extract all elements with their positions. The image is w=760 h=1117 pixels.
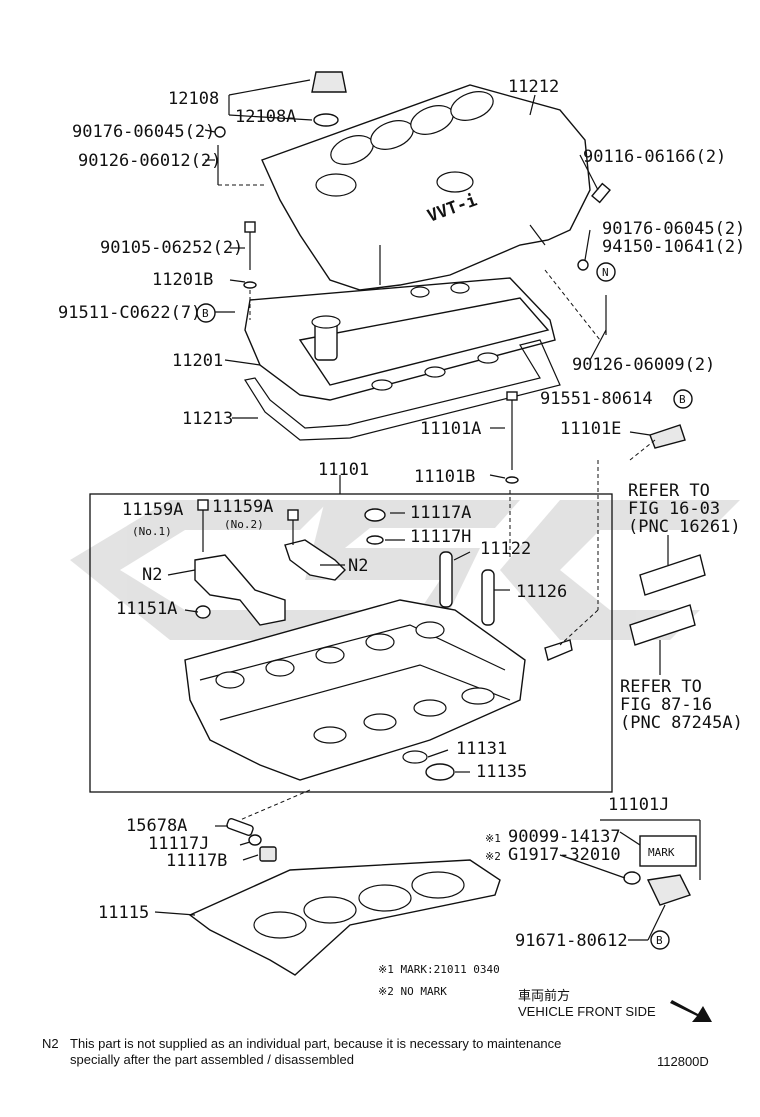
head-gasket-11115 [188,859,501,976]
plug-and-guides [364,508,495,781]
leader-lines [154,79,701,941]
label-11159a-no2: 11159A [212,497,273,517]
cylinder-head-group-box [89,493,613,793]
label-mark-box: MARK [648,846,675,859]
refer2-line1: REFER TO [620,677,702,697]
label-11159a-no1-sub: (No.1) [132,525,172,538]
label-11212: 11212 [508,77,559,97]
refer2-line3: (PNC 87245A) [620,713,743,733]
label-90126-right: 90126-06009(2) [572,355,715,375]
label-11101: 11101 [318,460,369,480]
label-91671: 91671-80612 [515,931,628,951]
label-g1917: G1917-32010 [508,845,621,865]
label-11117h: 11117H [410,527,471,547]
label-90099-mark: ※1 [485,832,501,845]
diagram-id: 112800D [657,1054,709,1069]
n2-note-line1: This part is not supplied as an individu… [70,1036,561,1051]
label-11135: 11135 [476,762,527,782]
label-90176-top: 90176-06045(2) [72,122,215,142]
badge-n: N [602,266,609,279]
label-90126-top: 90126-06012(2) [78,151,221,171]
badge-b-3: B [656,934,663,947]
label-11201b: 11201B [152,270,213,290]
head-cover-gasket-11213 [244,339,561,441]
label-11151a: 11151A [116,599,177,619]
refer1-line1: REFER TO [628,481,710,501]
label-n2-right: N2 [348,556,368,576]
label-90105: 90105-06252(2) [100,238,243,258]
label-n2-left: N2 [142,565,162,585]
cylinder-head-cover-11201 [244,277,556,401]
front-side-en: VEHICLE FRONT SIDE [518,1004,656,1019]
n2-note-key: N2 [42,1036,59,1051]
label-11117j: 11117J [148,834,209,854]
label-11101b: 11101B [414,467,475,487]
footnote-mark1: ※1 MARK:21011 0340 [378,963,500,976]
circle-badges [196,262,693,950]
bearing-cap-n2-right [284,539,346,581]
dashed-guides [218,184,656,821]
label-94150: 94150-10641(2) [602,237,745,257]
bearing-cap-n2-left [194,554,286,626]
front-side-jp: 車両前方 [518,988,570,1003]
badge-b-1: B [202,307,209,320]
label-12108: 12108 [168,89,219,109]
top-fasteners [214,126,686,484]
oil-filler-cap-12108 [311,71,347,127]
label-11131: 11131 [456,739,507,759]
label-91551: 91551-80614 [540,389,653,409]
label-11213: 11213 [182,409,233,429]
lower-fittings [226,818,277,862]
badge-b-2: B [679,393,686,406]
refer1-line3: (PNC 16261) [628,517,741,537]
label-11115: 11115 [98,903,149,923]
label-11122: 11122 [480,539,531,559]
bolts-11159a [195,499,299,619]
label-11159a-no1: 11159A [122,500,183,520]
label-91511: 91511-C0622(7) [58,303,201,323]
label-90176-right: 90176-06045(2) [602,219,745,239]
label-11201: 11201 [172,351,223,371]
label-11101a: 11101A [420,419,481,439]
label-11126: 11126 [516,582,567,602]
hoses [544,535,706,675]
label-12108a: 12108A [235,107,296,127]
label-11117b: 11117B [166,851,227,871]
label-11101j: 11101J [608,795,669,815]
cylinder-head-11101 [184,599,526,781]
front-arrow-icon [670,1000,712,1022]
label-90099: 90099-14137 [508,827,621,847]
label-11117a: 11117A [410,503,471,523]
refer1-line2: FIG 16-03 [628,499,720,519]
refer2-line2: FIG 87-16 [620,695,712,715]
label-g1917-mark: ※2 [485,850,501,863]
footnote-mark2: ※2 NO MARK [378,985,447,998]
label-11101e: 11101E [560,419,621,439]
engine-cover-11212: VVT-i [261,84,591,291]
csc-watermark [70,500,740,640]
sensor-11101j [559,835,697,906]
n2-note-line2: specially after the part assembled / dis… [70,1052,354,1067]
label-90116: 90116-06166(2) [583,147,726,167]
label-15678a: 15678A [126,816,187,836]
label-11159a-no2-sub: (No.2) [224,518,264,531]
